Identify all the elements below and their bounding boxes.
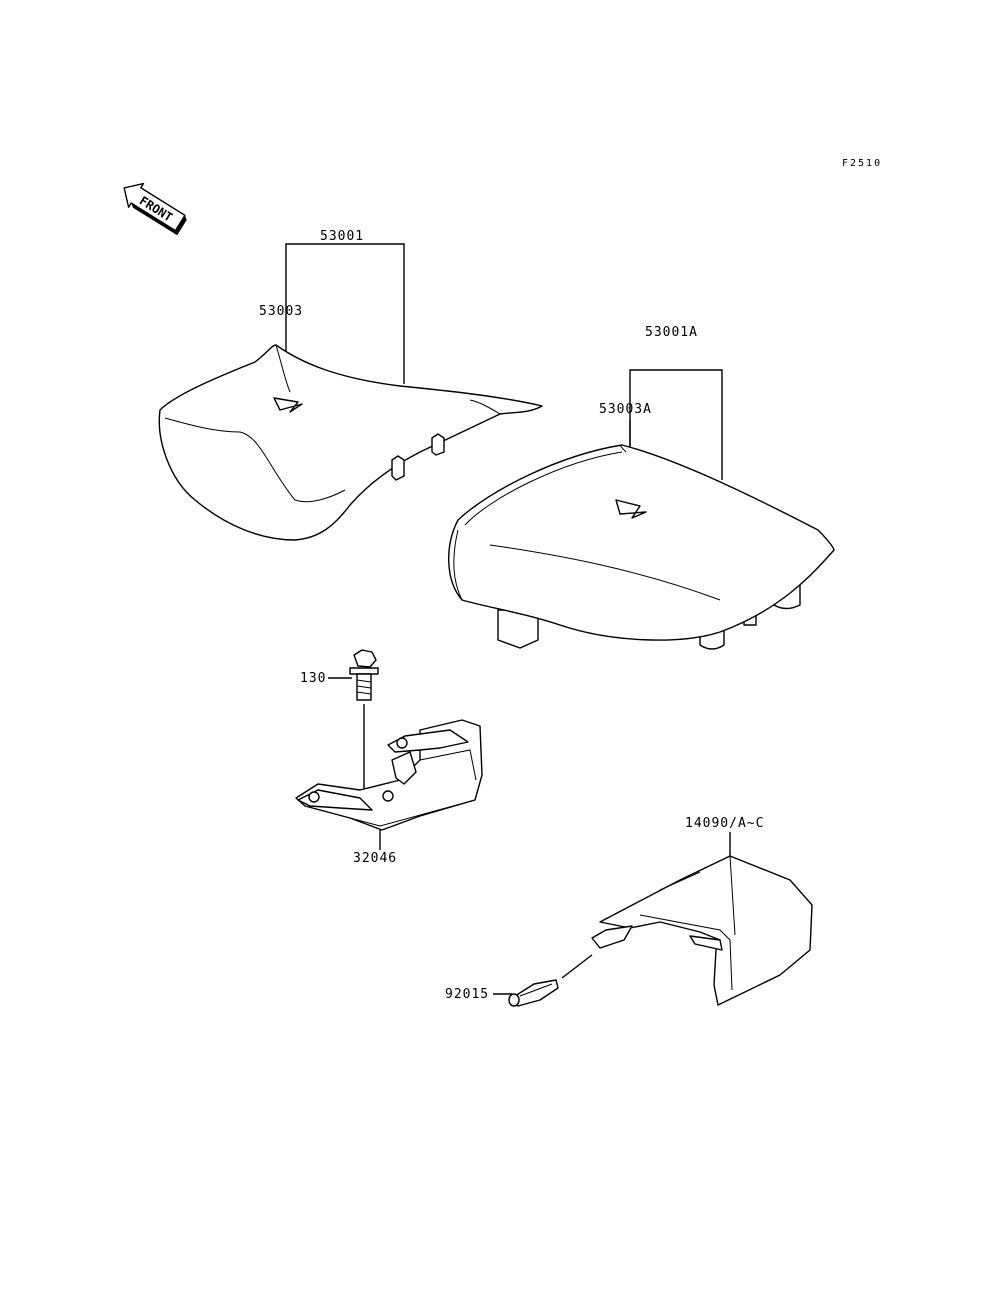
label-front-seat: 53001 (320, 229, 364, 244)
front-arrow-icon: FRONT (123, 182, 187, 236)
label-bolt: 130 (300, 671, 326, 686)
clip (508, 979, 559, 1007)
rear-seat (448, 444, 835, 650)
rear-cover (591, 855, 813, 1006)
label-rear-seat: 53001A (645, 325, 698, 340)
bolt (349, 649, 379, 701)
figure-reference: F2510 (842, 158, 882, 169)
clip-axis-line (561, 954, 593, 979)
bracket (295, 719, 483, 831)
label-rear-cover: 14090/A~C (685, 816, 764, 831)
leader-front-seat (285, 243, 405, 384)
label-clip: 92015 (445, 987, 489, 1002)
label-front-seat-cover: 53003 (259, 304, 303, 319)
leader-rear-seat (629, 369, 723, 480)
front-seat (158, 344, 543, 541)
label-rear-seat-cover: 53003A (599, 402, 652, 417)
label-bracket: 32046 (353, 851, 397, 866)
